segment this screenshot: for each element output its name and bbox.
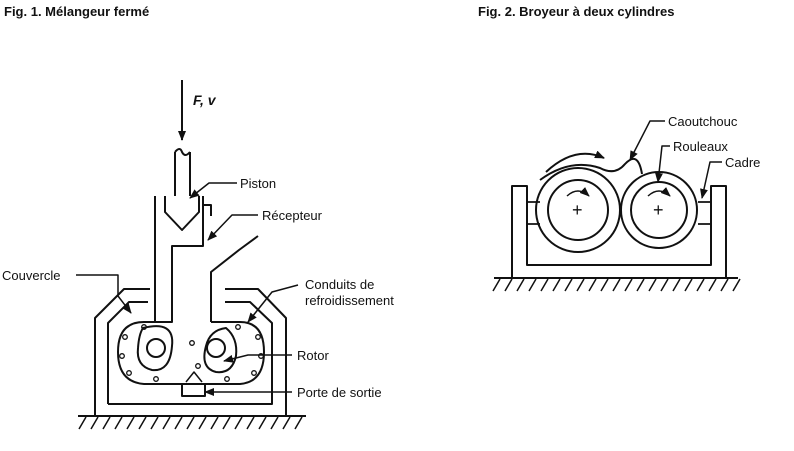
fig2-ground [492, 277, 741, 292]
fig1-title: Fig. 1. Mélangeur fermé [4, 4, 150, 19]
fig1-mixing-chamber [117, 321, 265, 385]
fig1-ground [78, 415, 306, 430]
fig1-inner-housing [107, 301, 273, 405]
fig2-label-cadre: Cadre [725, 155, 760, 170]
fig2-right-roller-center: + [653, 200, 664, 220]
fig2-rollers [535, 167, 698, 253]
fig2-leader-lines [629, 120, 722, 199]
fig2-frame [511, 185, 727, 278]
fig2-left-roller-center: + [572, 200, 583, 220]
fig1-label-rotor: Rotor [297, 348, 329, 363]
fig1-feed-chute [210, 235, 259, 322]
fig1-outer-housing [94, 288, 287, 416]
fig2-label-rouleaux: Rouleaux [673, 139, 728, 154]
fig1-label-porte: Porte de sortie [297, 385, 382, 400]
fig1-label-couvercle: Couvercle [2, 268, 61, 283]
fig1-force-label: F, v [193, 92, 217, 108]
fig1-label-conduits-line2: refroidissement [305, 293, 394, 308]
fig2-title: Fig. 2. Broyeur à deux cylindres [478, 4, 675, 19]
fig1-label-conduits-line1: Conduits de [305, 277, 374, 292]
fig1-leader-lines [76, 182, 299, 396]
fig1-piston [164, 196, 200, 231]
fig1-label-recepteur: Récepteur [262, 208, 323, 223]
fig1-piston-rod [174, 148, 191, 196]
fig1-mixer-diagram [76, 80, 306, 430]
fig1-label-piston: Piston [240, 176, 276, 191]
fig2-label-caoutchouc: Caoutchouc [668, 114, 738, 129]
fig2-mill-diagram [492, 120, 741, 292]
fig1-rotors [136, 325, 238, 374]
fig1-discharge-door [181, 384, 206, 397]
fig1-ram-column [154, 196, 204, 323]
